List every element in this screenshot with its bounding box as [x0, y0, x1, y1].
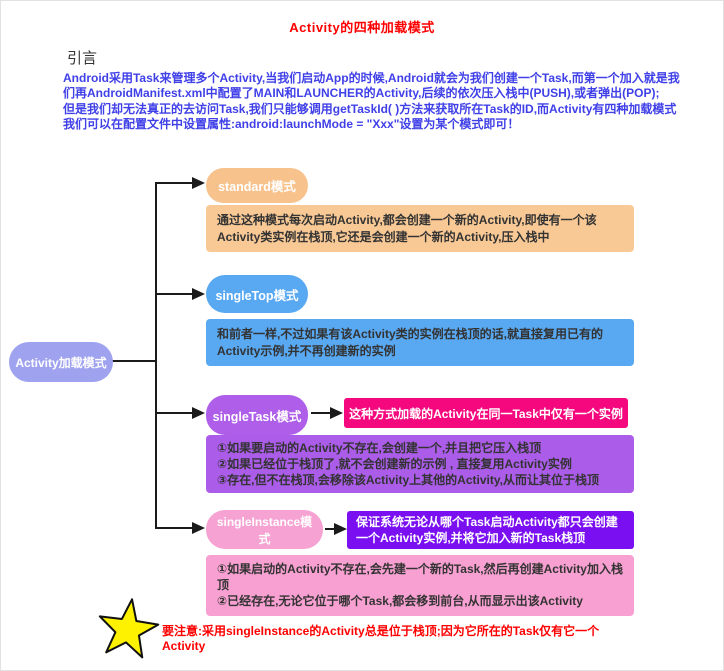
- connector-branch-singletask: [156, 412, 193, 414]
- arrow-right-icon: [192, 177, 205, 189]
- intro-heading: 引言: [67, 50, 98, 67]
- branch-desc-standard: 通过这种模式每次启动Activity,都会创建一个新的Activity,即使有一…: [206, 205, 634, 252]
- arrow-right-icon: [334, 523, 347, 535]
- note-text: 要注意:采用singleInstance的Activity总是位于栈顶;因为它所…: [162, 624, 600, 653]
- desc-line: ②已经存在,无论它位于哪个Task,都会移到前台,从而显示出该Activity: [217, 594, 583, 608]
- connector-trunk: [155, 182, 157, 529]
- connector-singletask-callout: [311, 412, 331, 414]
- root-node: Activity加载模式: [9, 342, 113, 382]
- branch-desc-singleinstance: ①如果启动的Activity不存在,会先建一个新的Task,然后再创建Activ…: [206, 555, 634, 616]
- arrow-right-icon: [192, 288, 205, 300]
- connector-branch-singleinstance: [156, 527, 193, 529]
- intro-line: 我们可以在配置文件中设置属性:android:launchMode = "Xxx…: [63, 117, 520, 132]
- branch-pill-singletask: singleTask模式: [206, 395, 308, 435]
- desc-line: ①如果启动的Activity不存在,会先建一个新的Task,然后再创建Activ…: [217, 562, 623, 592]
- arrow-right-icon: [192, 522, 205, 534]
- intro-line: 但是我们却无法真正的去访问Task,我们只能够调用getTaskId( )方法来…: [63, 101, 677, 116]
- intro-paragraph: Android采用Task来管理多个Activity,当我们启动App的时候,A…: [63, 71, 721, 133]
- star-icon: [98, 598, 160, 659]
- intro-line: Android采用Task来管理多个Activity,当我们启动App的时候,A…: [63, 71, 680, 85]
- branch-desc-singletop: 和前者一样,不过如果有该Activity类的实例在栈顶的话,就直接复用已有的Ac…: [206, 319, 634, 366]
- callout-singletask: 这种方式加载的Activity在同一Task中仅有一个实例: [344, 398, 628, 428]
- connector-singleinstance-callout: [325, 528, 335, 530]
- connector-root: [112, 360, 156, 362]
- branch-pill-singleinstance: singleInstance模式: [206, 510, 323, 549]
- branch-pill-singletop: singleTop模式: [206, 275, 308, 313]
- callout-singleinstance: 保证系统无论从哪个Task启动Activity都只会创建一个Activity实例…: [347, 511, 634, 549]
- page-title: Activity的四种加载模式: [289, 20, 435, 35]
- arrow-right-icon: [330, 407, 343, 419]
- intro-line: 们再AndroidManifest.xml中配置了MAIN和LAUNCHER的A…: [63, 86, 660, 101]
- branch-pill-standard: standard模式: [206, 168, 308, 203]
- desc-line: ②如果已经位于栈顶了,就不会创建新的示例 , 直接复用Activity实例: [217, 457, 572, 471]
- connector-branch-singletop: [156, 293, 193, 295]
- connector-branch-standard: [156, 182, 193, 184]
- branch-desc-singletask: ①如果要启动的Activity不存在,会创建一个,并且把它压入栈顶 ②如果已经位…: [206, 435, 634, 493]
- desc-line: ③存在,但不在栈顶,会移除该Activity上其他的Activity,从而让其位…: [217, 473, 599, 487]
- desc-line: ①如果要启动的Activity不存在,会创建一个,并且把它压入栈顶: [217, 441, 542, 455]
- arrow-right-icon: [192, 407, 205, 419]
